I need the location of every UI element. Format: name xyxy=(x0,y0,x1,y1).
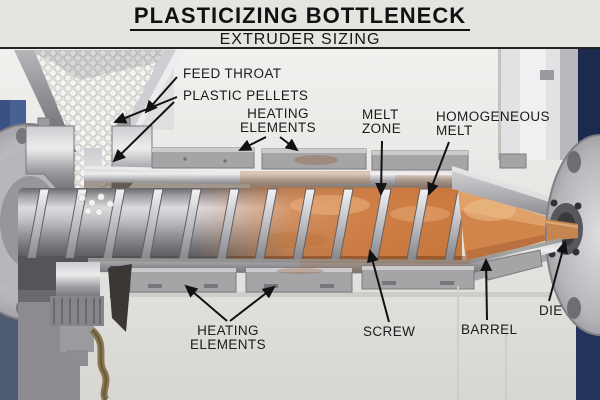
label-feed-throat-text: FEED THROAT xyxy=(183,66,282,81)
heating-bottom-arrow-left xyxy=(184,284,228,322)
label-line: ELEMENTS xyxy=(240,119,316,135)
label-barrel-text: BARREL xyxy=(461,322,518,337)
barrel-arrow xyxy=(480,258,493,321)
label-line: ELEMENTS xyxy=(190,336,266,352)
feed-throat-arrow xyxy=(144,76,178,114)
title-separator-line xyxy=(0,47,600,49)
homogeneous-melt-arrow xyxy=(427,141,450,196)
gear-reducer-machinery xyxy=(18,258,132,400)
barrel-top-edge xyxy=(84,166,470,188)
label-die: DIE xyxy=(539,304,563,318)
machine-shadow xyxy=(130,292,550,297)
page-subtitle: EXTRUDER SIZING xyxy=(219,31,381,49)
pellets-on-screw xyxy=(78,193,114,216)
label-line: HOMOGENEOUS xyxy=(436,109,550,124)
heater-block xyxy=(361,265,475,290)
label-heating-elements-top: HEATING ELEMENTS xyxy=(233,107,323,135)
wall-seam xyxy=(505,330,507,400)
label-plastic-pellets-text: PLASTIC PELLETS xyxy=(183,88,309,103)
plastic-pellets-fill xyxy=(30,50,168,206)
machine-column-right xyxy=(498,48,578,160)
heater-block xyxy=(499,153,527,169)
plastic-pellets-arrow-2 xyxy=(112,101,175,163)
label-melt-zone: MELT ZONE xyxy=(362,108,401,136)
label-barrel: BARREL xyxy=(461,323,517,337)
heating-top-arrow-right xyxy=(279,136,299,152)
label-line: MELT xyxy=(362,107,399,122)
label-line: ZONE xyxy=(362,120,402,136)
melt-zone-arrow xyxy=(375,140,388,196)
screw-assembly xyxy=(18,188,466,265)
label-homogeneous-melt: HOMOGENEOUS MELT xyxy=(436,110,550,138)
label-line: HEATING xyxy=(197,323,259,338)
melt-strand xyxy=(546,219,578,241)
label-plastic-pellets: PLASTIC PELLETS xyxy=(183,89,308,103)
plastic-pellets-arrow-1 xyxy=(113,96,178,124)
heating-top-arrow-left xyxy=(238,136,267,151)
label-line: HEATING xyxy=(247,106,309,121)
screw-arrow xyxy=(367,249,390,323)
heater-block xyxy=(261,148,367,170)
label-heating-elements-bottom: HEATING ELEMENTS xyxy=(183,324,273,352)
label-screw: SCREW xyxy=(363,325,415,339)
label-screw-text: SCREW xyxy=(363,324,416,339)
label-line: MELT xyxy=(436,122,473,138)
screw-flights xyxy=(25,188,466,265)
die-arrow xyxy=(548,240,568,302)
heater-block xyxy=(151,147,255,169)
page-title: PLASTICIZING BOTTLENECK xyxy=(129,3,471,32)
heating-bottom-arrow-right xyxy=(229,285,276,322)
wall-seam xyxy=(457,286,459,400)
title-band: PLASTICIZING BOTTLENECK EXTRUDER SIZING xyxy=(0,0,600,48)
label-die-text: DIE xyxy=(539,303,563,318)
label-feed-throat: FEED THROAT xyxy=(183,67,281,81)
